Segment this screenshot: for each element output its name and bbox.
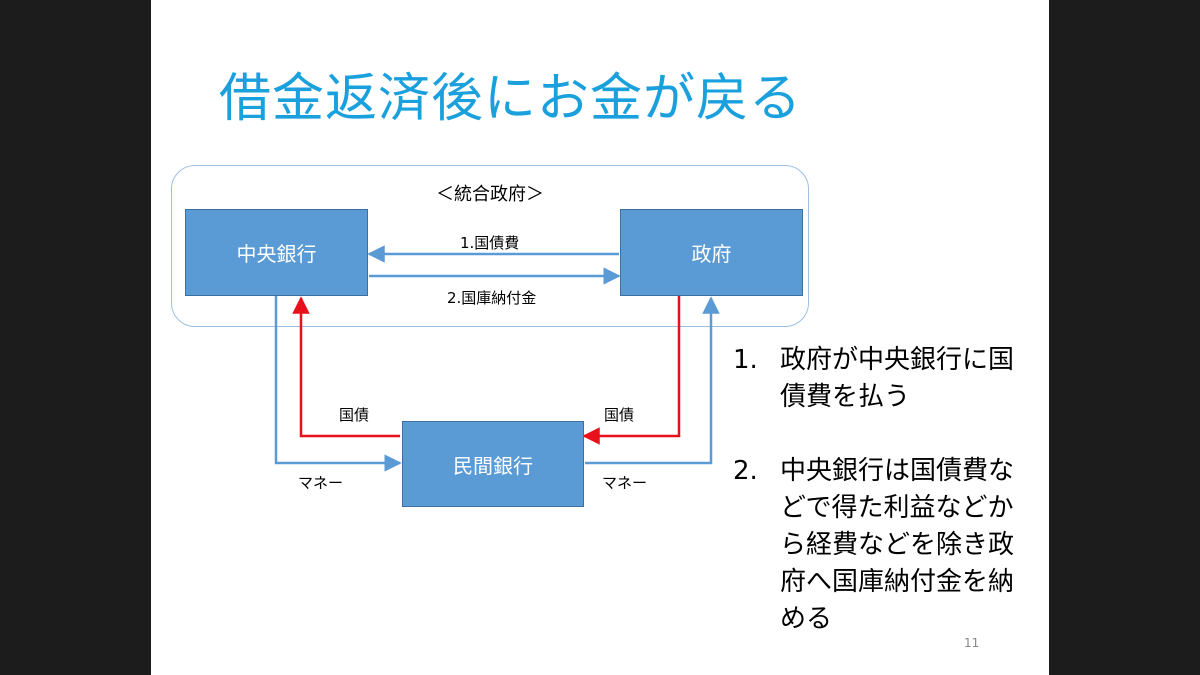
step-text: 中央銀行は国債費などで得た利益などから経費などを除き政府へ国庫納付金を納める bbox=[780, 456, 1015, 634]
flow-arrows bbox=[274, 245, 720, 472]
list-item: 1. 政府が中央銀行に国債費を払う bbox=[733, 342, 1030, 416]
label-private-to-government: マネー bbox=[602, 474, 648, 492]
integrated-government-group: ＜統合政府＞ bbox=[171, 165, 809, 327]
arrow-government-to-private-bank bbox=[582, 296, 681, 445]
group-label: ＜統合政府＞ bbox=[436, 184, 544, 205]
list-item: 2. 中央銀行は国債費などで得た利益などから経費などを除き政府へ国庫納付金を納め… bbox=[733, 453, 1030, 638]
step-text: 政府が中央銀行に国債費を払う bbox=[780, 345, 1015, 412]
arrow-private-bank-to-central-bank bbox=[292, 296, 400, 438]
explanation-list: 1. 政府が中央銀行に国債費を払う 2. 中央銀行は国債費などで得た利益などから… bbox=[733, 342, 1030, 675]
label-central-to-private: マネー bbox=[298, 474, 344, 492]
slide: 借金返済後にお金が戻る ＜統合政府＞ 中央銀行 政府 民間銀行 1.国債費 2.… bbox=[151, 0, 1049, 675]
private-bank-box: 民間銀行 bbox=[402, 421, 584, 507]
step-number: 1. bbox=[733, 345, 758, 375]
slide-title: 借金返済後にお金が戻る bbox=[219, 69, 803, 129]
label-government-to-central: 1.国債費 bbox=[460, 234, 520, 252]
page-number: 11 bbox=[964, 636, 980, 650]
central-bank-box: 中央銀行 bbox=[185, 209, 368, 296]
government-box: 政府 bbox=[620, 209, 803, 296]
arrow-private-bank-to-government bbox=[585, 296, 720, 465]
label-government-to-private: 国債 bbox=[604, 406, 635, 424]
label-central-to-government: 2.国庫納付金 bbox=[447, 289, 537, 307]
arrow-central-bank-to-private-bank bbox=[274, 296, 402, 472]
step-number: 2. bbox=[733, 456, 758, 486]
label-private-to-central: 国債 bbox=[339, 406, 370, 424]
